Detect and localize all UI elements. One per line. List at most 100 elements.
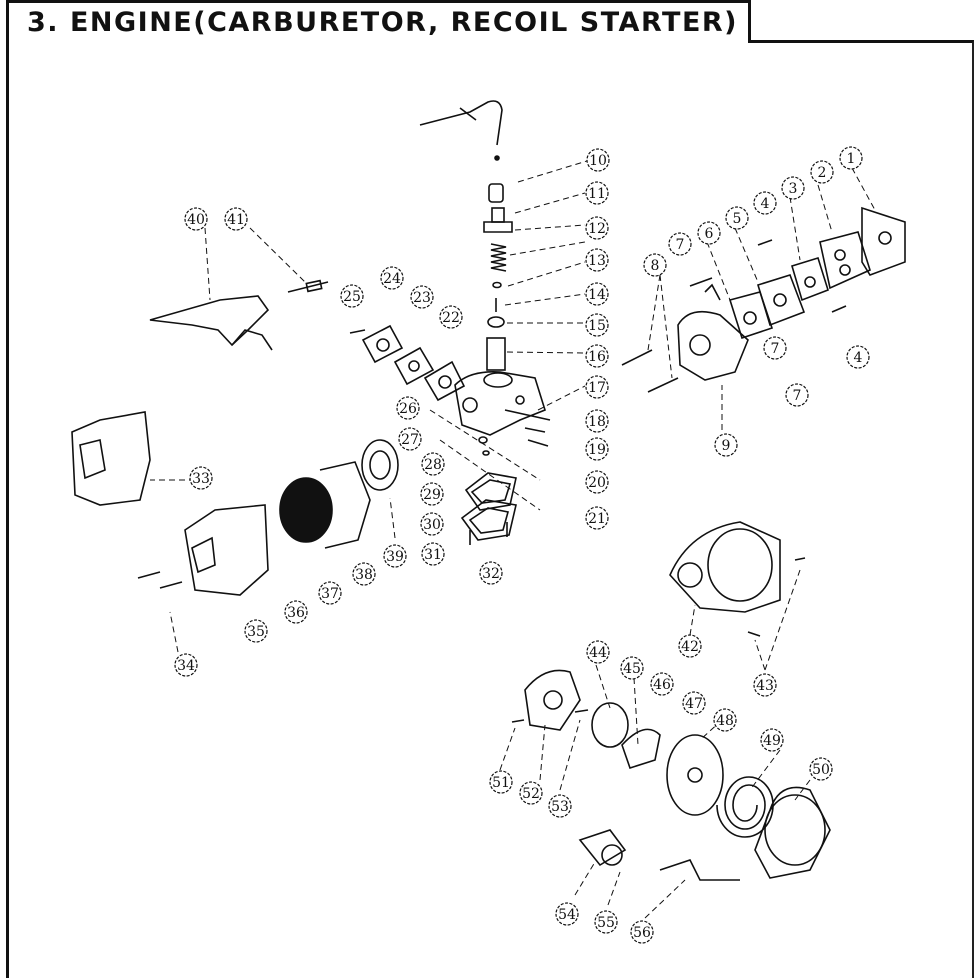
callout-circle: [318, 581, 342, 605]
callout-circle: [284, 600, 308, 624]
callout-7: 7: [668, 232, 692, 256]
callout-number: 34: [177, 658, 195, 674]
callout-7: 7: [763, 336, 787, 360]
callout-36: 36: [284, 600, 308, 624]
callout-circle: [244, 619, 268, 643]
callout-circle: [421, 452, 445, 476]
callout-number: 44: [589, 645, 607, 661]
callout-46: 46: [650, 672, 674, 696]
callout-9: 9: [714, 433, 738, 457]
callout-number: 10: [589, 153, 607, 169]
callout-circle: [396, 396, 420, 420]
callout-number: 22: [442, 310, 460, 326]
callout-56: 56: [630, 920, 654, 944]
part-drawings: [71, 100, 906, 881]
callout-2: 2: [810, 160, 834, 184]
callout-circle: [630, 920, 654, 944]
callout-22: 22: [439, 305, 463, 329]
callout-number: 35: [247, 624, 265, 640]
callout-25: 25: [340, 284, 364, 308]
callout-number: 13: [588, 253, 606, 269]
callout-circle: [585, 344, 609, 368]
callout-circle: [421, 542, 445, 566]
callout-circle: [519, 781, 543, 805]
callout-number: 1: [847, 151, 856, 167]
callout-circle: [697, 221, 721, 245]
air-cleaner-parts: [71, 411, 399, 596]
callout-number: 29: [423, 487, 441, 503]
callout-30: 30: [420, 512, 444, 536]
callout-number: 2: [818, 165, 827, 181]
callout-number: 45: [623, 661, 641, 677]
callout-circle: [682, 691, 706, 715]
callout-number: 17: [588, 380, 606, 396]
callout-circle: [420, 482, 444, 506]
callout-circle: [410, 285, 434, 309]
callout-1: 1: [839, 146, 863, 170]
callout-number: 55: [597, 915, 615, 931]
callout-number: 39: [386, 549, 404, 565]
callout-circle: [184, 207, 208, 231]
callout-12: 12: [585, 216, 609, 240]
callout-23: 23: [410, 285, 434, 309]
callout-number: 38: [355, 567, 373, 583]
callout-circle: [340, 284, 364, 308]
callout-19: 19: [585, 437, 609, 461]
callout-52: 52: [519, 781, 543, 805]
callout-21: 21: [585, 506, 609, 530]
callout-number: 20: [588, 475, 606, 491]
callout-24: 24: [380, 266, 404, 290]
callout-circle: [620, 656, 644, 680]
callout-number: 12: [588, 221, 606, 237]
callout-7: 7: [785, 383, 809, 407]
callout-number: 25: [343, 289, 361, 305]
callout-number: 40: [187, 212, 205, 228]
callout-number: 3: [789, 181, 798, 197]
callout-41: 41: [224, 207, 248, 231]
callout-14: 14: [585, 282, 609, 306]
callout-number: 48: [716, 713, 734, 729]
callout-number: 7: [771, 341, 780, 357]
callout-53: 53: [548, 794, 572, 818]
callout-circle: [585, 375, 609, 399]
callout-4: 4: [846, 345, 870, 369]
callout-circle: [585, 470, 609, 494]
callout-circle: [548, 794, 572, 818]
callout-27: 27: [398, 427, 422, 451]
callout-circle: [585, 313, 609, 337]
callout-circle: [555, 902, 579, 926]
callout-circle: [785, 383, 809, 407]
callout-number: 8: [651, 258, 660, 274]
callout-number: 7: [676, 237, 685, 253]
callout-circle: [678, 634, 702, 658]
callout-number: 9: [722, 438, 731, 454]
callout-number: 14: [588, 287, 606, 303]
callout-circle: [224, 207, 248, 231]
callout-circle: [585, 181, 609, 205]
callout-circle: [585, 506, 609, 530]
callout-circle: [420, 512, 444, 536]
callout-circle: [585, 437, 609, 461]
callout-number: 24: [383, 271, 401, 287]
callout-8: 8: [643, 253, 667, 277]
throttle-lever-part: [149, 279, 329, 351]
callout-circle: [725, 206, 749, 230]
callout-number: 16: [588, 349, 606, 365]
callout-20: 20: [585, 470, 609, 494]
callout-number: 41: [227, 212, 245, 228]
callout-circle: [479, 561, 503, 585]
callout-circle: [714, 433, 738, 457]
title-box: 3. ENGINE(CARBURETOR, RECOIL STARTER): [6, 0, 751, 43]
callout-number: 52: [522, 786, 540, 802]
callout-circle: [781, 176, 805, 200]
callout-circle: [585, 248, 609, 272]
callout-circle: [585, 409, 609, 433]
callout-51: 51: [489, 770, 513, 794]
callout-circle: [585, 282, 609, 306]
callout-10: 10: [586, 148, 610, 172]
callout-circle: [839, 146, 863, 170]
carburetor-small-parts: [483, 183, 513, 371]
callout-number: 49: [763, 733, 781, 749]
callout-circle: [753, 673, 777, 697]
callout-54: 54: [555, 902, 579, 926]
